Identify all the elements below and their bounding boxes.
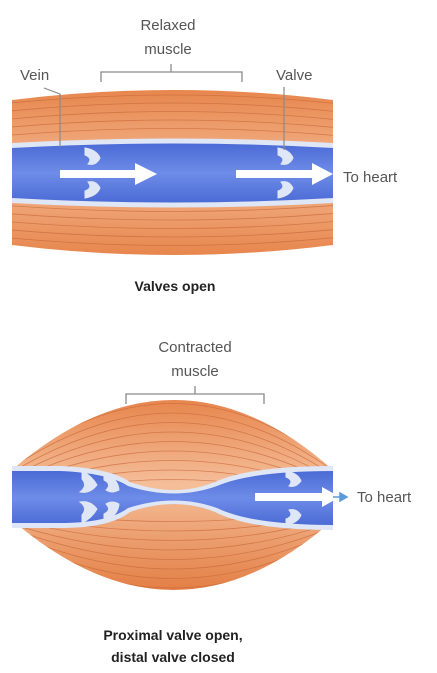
bottom-to-heart-label: To heart <box>357 489 412 506</box>
top-muscle-label-line2: muscle <box>144 41 192 58</box>
bottom-muscle-label-line1: Contracted <box>158 339 231 356</box>
top-muscle-label-line1: Relaxed <box>140 17 195 34</box>
bottom-panel: Contracted muscle <box>0 339 412 665</box>
bottom-flow-arrow-tip <box>333 493 347 501</box>
vein-label: Vein <box>20 67 49 84</box>
top-caption: Valves open <box>135 278 216 294</box>
valve-label: Valve <box>276 67 312 84</box>
top-to-heart-label: To heart <box>343 169 398 186</box>
bottom-caption-line1: Proximal valve open, <box>103 627 242 643</box>
top-muscle-bracket <box>101 64 242 82</box>
bottom-caption-line2: distal valve closed <box>111 649 235 665</box>
top-panel: Relaxed muscle <box>0 17 398 294</box>
bottom-muscle-label-line2: muscle <box>171 363 219 380</box>
